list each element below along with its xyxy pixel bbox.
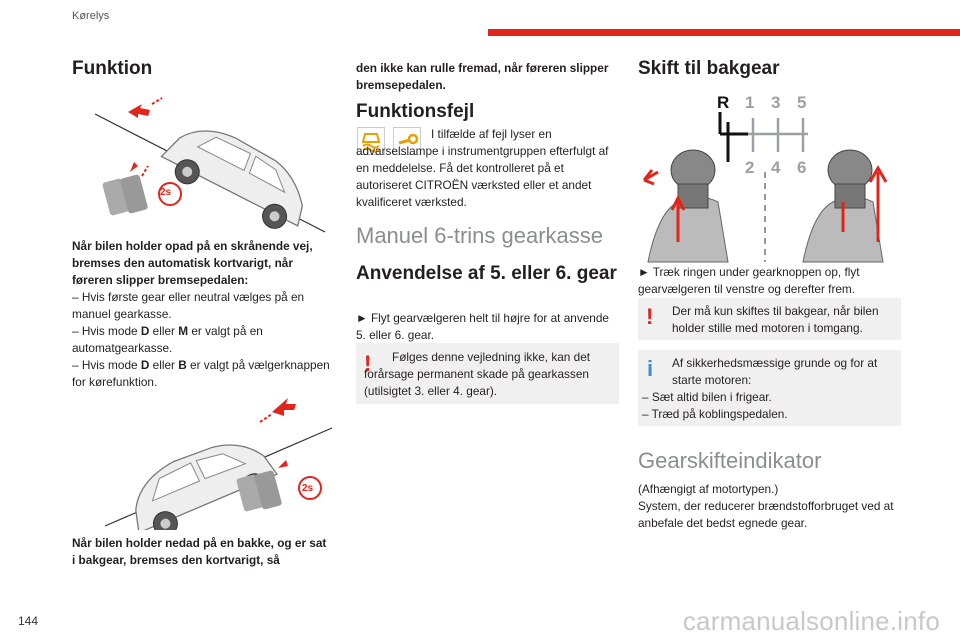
gear-label-r: R [717,93,730,112]
info-box-safety: i Af sikkerhedsmæssige grunde og for at … [638,350,901,426]
gear-label-4: 4 [771,158,781,177]
warning-lamp-icon [357,127,385,155]
bullet-manual-gearbox: – Hvis første gear eller neutral vælges … [72,290,305,321]
gear-label-5: 5 [797,93,807,112]
title-gear-5-6: Anvendelse af 5. eller 6. gear [356,263,617,284]
gear-label-6: 6 [797,158,807,177]
car-downhill-illustration [104,398,333,530]
title-funktionsfejl: Funktionsfejl [356,101,475,122]
timer-badge-downhill: 2s [302,483,314,494]
gear-5-6-instruction: ► Flyt gearvælgeren helt til højre for a… [356,311,609,342]
gear-label-3: 3 [771,93,781,112]
safety-bullet-neutral: – Sæt altid bilen i frigear. [642,390,772,404]
car-uphill-illustration [94,97,326,233]
info-icon: i [647,356,654,381]
safety-bullet-clutch: – Træd på koblingspedalen. [642,407,788,421]
page-number: 144 [18,614,39,628]
title-manual-gearbox: Manuel 6-trins gearkasse [356,223,604,248]
gear-label-1: 1 [745,93,755,112]
title-funktion: Funktion [72,58,153,79]
bullet-automatic-gearbox: – Hvis mode D eller M er valgt på en aut… [72,324,263,355]
downhill-description: Når bilen holder nedad på en bakke, og e… [72,536,327,567]
gear-warning-text: Følges denne vejledning ikke, kan det fo… [364,350,591,398]
shift-pattern-diagram [642,112,888,263]
reverse-instruction: ► Træk ringen under gearknoppen op, flyt… [638,265,860,296]
fault-description: I tilfælde af fejl lyser en advarselslam… [356,127,609,209]
bullet-drive-mode-selector: – Hvis mode D eller B er valgt på vælger… [72,358,330,389]
warning-box-gear: ! Følges denne vejledning ikke, kan det … [356,343,619,404]
warning-box-reverse: ! Der må kun skiftes til bakgear, når bi… [638,298,901,340]
downhill-description-continued: den ikke kan rulle fremad, når føreren s… [356,61,609,92]
uphill-description: Når bilen holder opad på en skrånende ve… [72,239,313,287]
wrench-icon [393,127,421,155]
gear-label-2: 2 [745,158,755,177]
warning-icon: ! [364,351,372,376]
timer-badge-uphill: 2s [160,187,172,198]
indicator-engine-note: (Afhængigt af motortypen.) [638,482,779,496]
warning-icon: ! [646,304,654,329]
reverse-warning-text: Der må kun skiftes til bakgear, når bile… [672,304,879,335]
safety-info-text: Af sikkerhedsmæssige grunde og for at st… [672,356,878,387]
title-reverse: Skift til bakgear [638,58,780,79]
title-gear-indicator: Gearskifteindikator [638,448,822,473]
indicator-description: System, der reducerer brændstofforbruget… [638,499,894,530]
header-red-bar [488,29,960,36]
section-header: Kørelys [72,10,110,22]
watermark: carmanualsonline.info [682,606,940,636]
